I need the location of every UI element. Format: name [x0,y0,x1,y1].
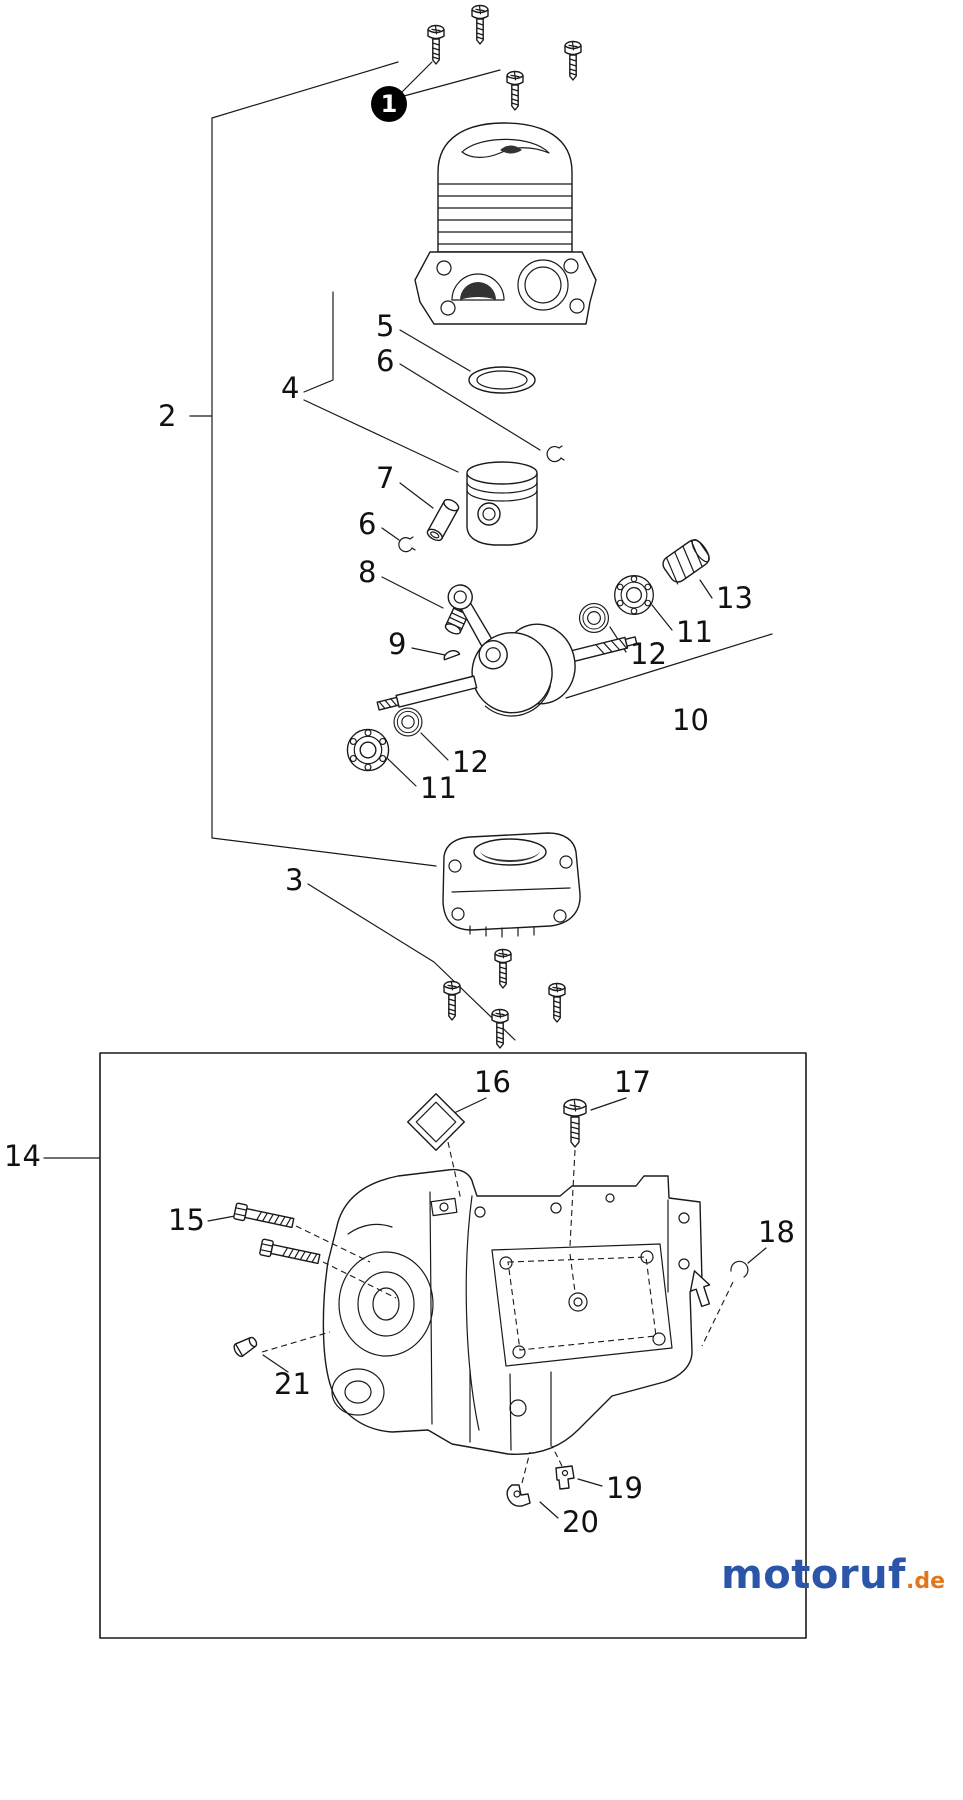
callout-18: 18 [758,1215,795,1249]
screw-icon [491,1008,509,1049]
callout-3: 3 [285,863,304,897]
callout-11a: 11 [676,615,713,649]
callout-9: 9 [388,627,407,661]
direction-arrow-icon [689,1270,711,1308]
callout-21: 21 [274,1367,311,1401]
callout-4: 4 [281,371,300,405]
cylinder-screws [427,4,582,111]
screw-icon [548,982,566,1023]
callout-17: 17 [614,1065,651,1099]
retainer-clip [730,1260,749,1278]
piston-pin [426,498,460,542]
watermark-tld: .de [905,1569,945,1594]
crankcase-lower [322,1168,703,1455]
callout-1-number: 1 [380,90,398,118]
bolt-icon [232,1202,296,1232]
cylinder-gasket [468,366,536,394]
circlip-right [546,445,565,463]
cylinder [414,122,597,325]
bracket [506,1484,531,1507]
main-bearing-left [346,728,390,772]
callout-6a: 6 [376,344,395,378]
callout-12b: 12 [452,745,489,779]
piston [466,461,538,546]
crankcase-screw-17 [563,1098,587,1148]
callout-7: 7 [376,461,395,495]
callout-1: 1 [371,86,407,122]
callout-8: 8 [358,555,377,589]
callout-6b: 6 [358,507,377,541]
leader-lines [43,61,773,1519]
callout-5: 5 [376,309,395,343]
worm-gear [662,539,710,585]
clamp [555,1465,575,1490]
screw-icon [564,40,582,81]
bolt-icon [258,1238,322,1268]
screw-icon [471,4,489,45]
callout-2: 2 [158,399,177,433]
callout-20: 20 [562,1505,599,1539]
callout-19: 19 [606,1471,643,1505]
assembly-guides [261,1141,734,1484]
lower-assembly-box [99,1052,807,1639]
callout-10: 10 [672,703,709,737]
oil-seal-left [393,707,423,737]
crankcase-screws [443,948,566,1049]
woodruff-key [443,650,461,661]
callout-15: 15 [168,1203,205,1237]
plug [233,1336,258,1358]
oil-seal-right [578,602,610,634]
callout-14: 14 [4,1139,41,1173]
screw-icon [443,980,461,1021]
screw-icon [506,70,524,111]
main-bearing-right [614,575,654,615]
watermark-brand: motoruf [721,1552,906,1598]
mount-bolts [232,1202,322,1268]
callout-13: 13 [716,581,753,615]
callout-12a: 12 [630,637,667,671]
screw-icon [494,948,512,989]
screw-icon [427,24,445,65]
callout-16: 16 [474,1065,511,1099]
circlip-left [398,536,416,553]
callout-11b: 11 [420,771,457,805]
crankcase-upper-half [442,832,581,938]
gasket-pad [407,1093,465,1151]
watermark: motoruf.de [690,1552,945,1598]
crankshaft [376,584,638,717]
